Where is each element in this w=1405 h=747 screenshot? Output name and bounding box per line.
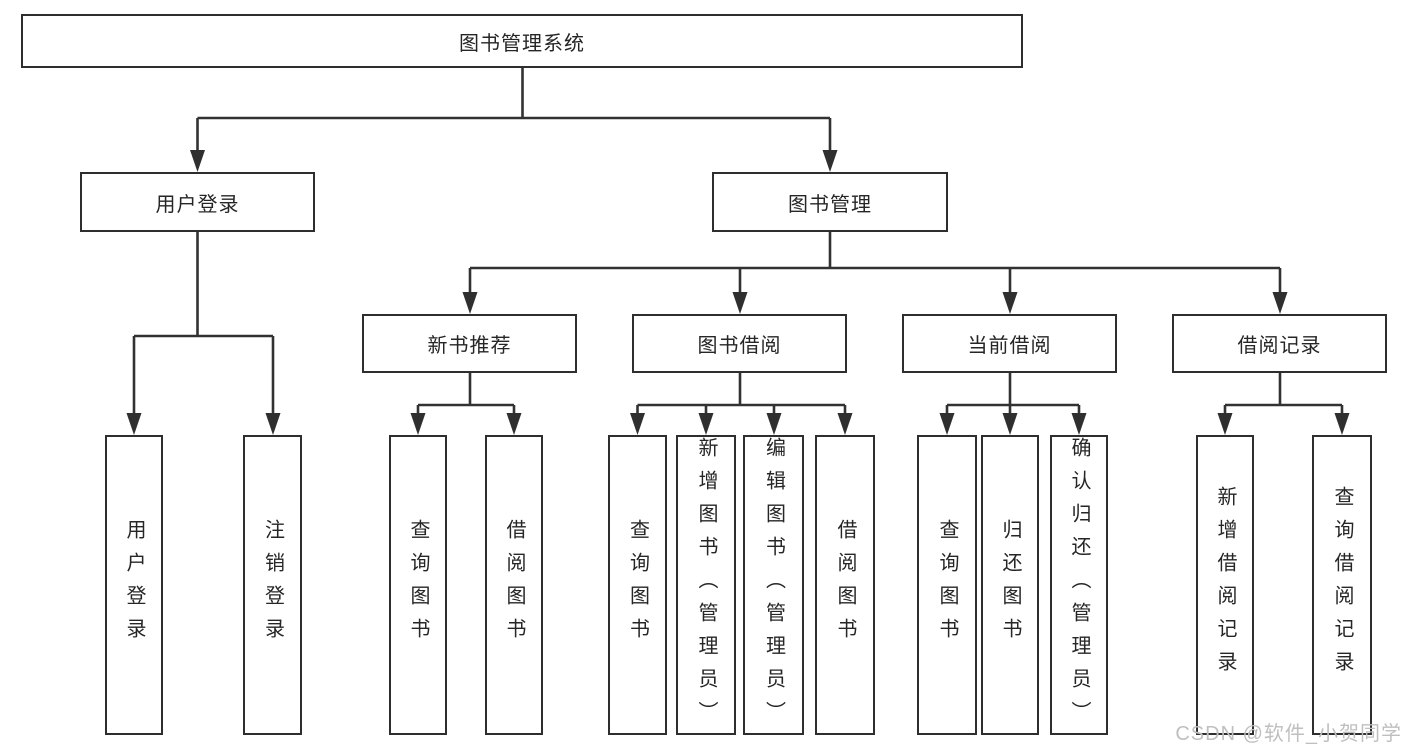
node-label: 新书推荐	[427, 335, 512, 357]
node-label: 借阅图书	[503, 519, 525, 651]
leaf-edit-book-admin: 编辑图书（管理员）	[743, 435, 804, 735]
leaf-query-books-current: 查询图书	[917, 435, 977, 735]
node-book-management-module: 图书管理	[712, 172, 948, 232]
node-label: 查询图书	[626, 519, 649, 651]
node-label: 查询图书	[407, 519, 429, 651]
node-label: 图书管理系统	[459, 32, 585, 55]
node-label: 新增图书（管理员）	[695, 436, 717, 734]
node-label: 当前借阅	[967, 335, 1052, 357]
node-user-login-module: 用户登录	[80, 172, 315, 232]
node-label: 查询借阅记录	[1331, 486, 1353, 684]
node-current-borrowing: 当前借阅	[902, 314, 1117, 373]
node-label: 编辑图书（管理员）	[762, 436, 785, 734]
leaf-borrow-books-borrowing: 借阅图书	[815, 435, 875, 735]
node-borrowing-records: 借阅记录	[1172, 314, 1387, 373]
leaf-add-borrow-record: 新增借阅记录	[1196, 435, 1254, 735]
node-new-book-recommend: 新书推荐	[362, 314, 577, 373]
node-label: 新增借阅记录	[1214, 486, 1236, 684]
leaf-query-books-recommend: 查询图书	[389, 435, 447, 735]
leaf-borrow-books-recommend: 借阅图书	[485, 435, 543, 735]
leaf-logout: 注销登录	[243, 435, 302, 735]
leaf-return-book: 归还图书	[981, 435, 1039, 735]
node-label: 注销登录	[261, 519, 284, 651]
node-book-borrowing: 图书借阅	[632, 314, 847, 373]
node-label: 图书管理	[788, 193, 872, 216]
leaf-query-borrow-record: 查询借阅记录	[1312, 435, 1372, 735]
arrowheads	[126, 150, 1350, 435]
leaf-add-book-admin: 新增图书（管理员）	[676, 435, 736, 735]
node-label: 借阅记录	[1237, 335, 1322, 357]
node-label: 查询图书	[936, 519, 958, 651]
node-label: 归还图书	[999, 519, 1021, 651]
leaf-confirm-return-admin: 确认归还（管理员）	[1050, 435, 1108, 735]
node-root-system: 图书管理系统	[21, 14, 1023, 68]
leaf-user-login: 用户登录	[105, 435, 163, 735]
node-label: 用户登录	[123, 519, 145, 651]
node-label: 确认归还（管理员）	[1068, 436, 1090, 734]
node-label: 图书借阅	[697, 335, 782, 357]
node-label: 用户登录	[155, 193, 240, 216]
leaf-query-books-borrowing: 查询图书	[608, 435, 667, 735]
node-label: 借阅图书	[834, 519, 856, 651]
csdn-watermark: CSDN @软件_小贺同学	[1175, 723, 1402, 745]
